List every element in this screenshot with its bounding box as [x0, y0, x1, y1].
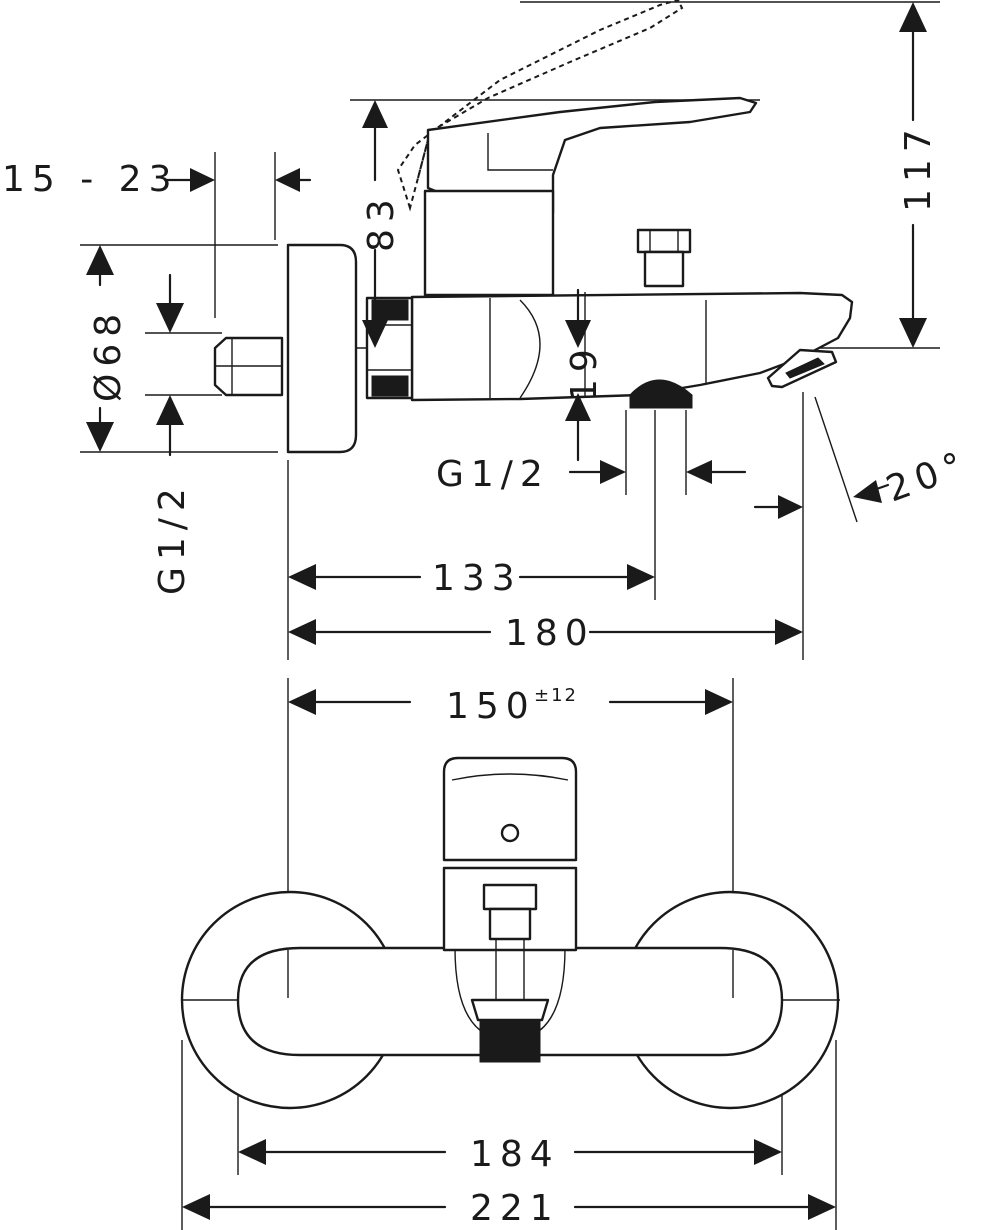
- cartridge-body: [423, 189, 555, 297]
- dim-133: 133: [432, 558, 522, 599]
- dim-g12-inlet: G1/2: [152, 481, 193, 595]
- dim-221: 221: [470, 1188, 560, 1229]
- wall-rosette: [286, 243, 358, 454]
- front-lever-indicator: [500, 823, 520, 843]
- dim-20-deg: 20°: [881, 443, 975, 511]
- dim-150-tolerance: ±12: [534, 685, 578, 706]
- dim-15-23: 15 - 23: [2, 159, 179, 200]
- front-aerator: [479, 1019, 541, 1063]
- dim-68: Ø68: [88, 307, 129, 402]
- dim-150: 150: [446, 686, 536, 727]
- front-diverter-knob: [482, 883, 538, 911]
- dim-117: 117: [898, 122, 939, 212]
- side-view: 15 - 23 83 117 Ø68 G1/2 19: [2, 0, 975, 660]
- front-view: 150 ±12 184 221: [180, 678, 840, 1230]
- front-diverter-stem: [488, 907, 532, 941]
- lever-raised-outline: [396, 0, 684, 212]
- diverter-knob: [636, 228, 692, 254]
- aerator: [629, 379, 693, 409]
- front-lever: [442, 756, 578, 862]
- dim-19: 19: [564, 342, 605, 402]
- dim-180: 180: [505, 613, 595, 654]
- dim-g12-outlet: G1/2: [436, 454, 550, 495]
- dim-83: 83: [361, 192, 402, 252]
- dim-184: 184: [470, 1134, 560, 1175]
- diverter-stem: [643, 250, 685, 288]
- front-aerator-top: [470, 998, 550, 1022]
